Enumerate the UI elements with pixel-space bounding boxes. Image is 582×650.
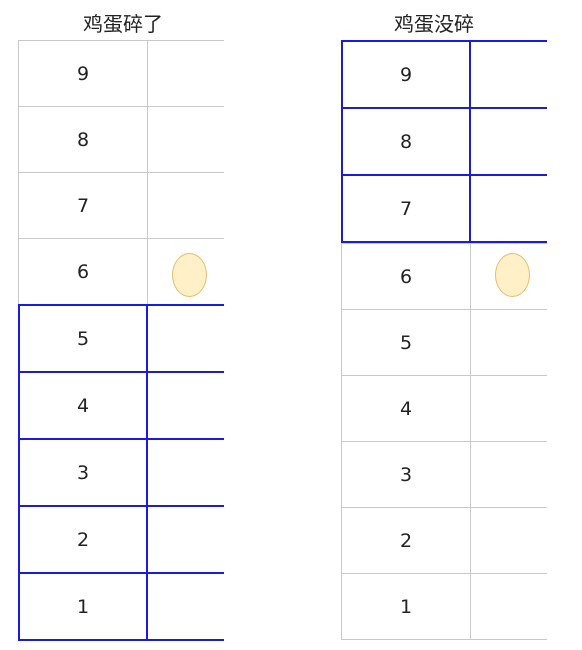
left-egg-icon xyxy=(172,253,207,297)
right-floor-number: 5 xyxy=(341,310,471,375)
right-floor-row-8: 8 xyxy=(341,107,547,174)
right-floor-number: 9 xyxy=(341,42,471,107)
right-panel-title: 鸡蛋没碎 xyxy=(394,12,474,36)
right-floor-number: 8 xyxy=(341,109,471,174)
right-floor-row-5: 5 xyxy=(341,309,547,375)
right-floor-number: 7 xyxy=(341,176,471,241)
left-floor-number: 3 xyxy=(18,440,148,505)
left-floor-number: 7 xyxy=(18,173,148,238)
right-floor-number: 1 xyxy=(341,574,471,639)
left-floor-number: 1 xyxy=(18,574,148,639)
left-floor-number: 9 xyxy=(18,41,148,106)
right-egg-icon xyxy=(495,253,530,297)
right-floor-row-6: 6 xyxy=(341,243,547,309)
right-floor-number: 4 xyxy=(341,376,471,441)
left-floor-row-1: 1 xyxy=(18,572,224,641)
left-floor-row-7: 7 xyxy=(18,172,224,238)
right-floor-row-9: 9 xyxy=(341,40,547,107)
right-floor-row-7: 7 xyxy=(341,174,547,243)
right-floor-number: 2 xyxy=(341,508,471,573)
left-floor-number: 8 xyxy=(18,107,148,172)
left-floor-number: 2 xyxy=(18,507,148,572)
right-floor-row-3: 3 xyxy=(341,441,547,507)
left-floor-row-9: 9 xyxy=(18,40,224,106)
left-floor-row-6: 6 xyxy=(18,238,224,304)
right-floor-number: 3 xyxy=(341,442,471,507)
right-floor-row-4: 4 xyxy=(341,375,547,441)
right-floor-row-1: 1 xyxy=(341,573,547,640)
left-panel-title: 鸡蛋碎了 xyxy=(83,12,163,36)
right-floor-number: 6 xyxy=(341,244,471,309)
left-floor-row-4: 4 xyxy=(18,371,224,438)
right-floor-row-2: 2 xyxy=(341,507,547,573)
left-floor-row-2: 2 xyxy=(18,505,224,572)
left-floor-number: 4 xyxy=(18,373,148,438)
left-floor-row-8: 8 xyxy=(18,106,224,172)
left-floor-row-3: 3 xyxy=(18,438,224,505)
left-floor-number: 5 xyxy=(18,306,148,371)
left-floor-number: 6 xyxy=(18,239,148,304)
left-floor-row-5: 5 xyxy=(18,304,224,371)
